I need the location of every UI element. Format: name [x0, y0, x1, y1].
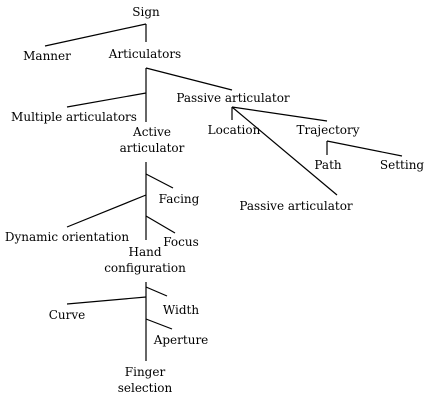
node-manner: Manner: [23, 49, 71, 63]
node-sign: Sign: [132, 5, 160, 19]
node-focus: Focus: [163, 235, 199, 249]
edge-active-dynamic: [66, 194, 147, 228]
node-aperture: Aperture: [153, 333, 209, 347]
node-finger-selection: Finger selection: [117, 365, 173, 395]
node-facing: Facing: [158, 192, 200, 206]
edge-passive-trajectory: [231, 106, 328, 122]
node-setting: Setting: [379, 158, 425, 172]
node-hand-configuration: Hand configuration: [104, 245, 186, 275]
node-location: Location: [207, 123, 261, 137]
edge-hand-width: [145, 286, 168, 297]
edge-hand-curve: [66, 296, 147, 305]
node-articulators: Articulators: [108, 47, 182, 61]
node-dynamic-orientation: Dynamic orientation: [4, 230, 130, 244]
node-multiple-articulators: Multiple articulators: [11, 110, 137, 124]
node-active-articulator: Active articulator: [119, 125, 185, 155]
node-path: Path: [314, 158, 342, 172]
node-passive-articulator-location: Passive articulator: [239, 199, 353, 213]
edge-trajectory-setting: [326, 140, 403, 157]
edge-hand-aperture: [145, 318, 173, 330]
node-width: Width: [162, 303, 200, 317]
edge-active-focus: [145, 215, 176, 234]
node-trajectory: Trajectory: [296, 123, 360, 137]
edge-passive-passive-location: [231, 106, 338, 196]
node-curve: Curve: [48, 308, 86, 322]
edge-active-facing: [145, 173, 174, 189]
edge-articulators-passive: [145, 67, 233, 91]
edge-articulators-multiple: [66, 92, 147, 108]
node-passive-articulator: Passive articulator: [176, 91, 290, 105]
edge-sign-manner: [44, 23, 147, 47]
